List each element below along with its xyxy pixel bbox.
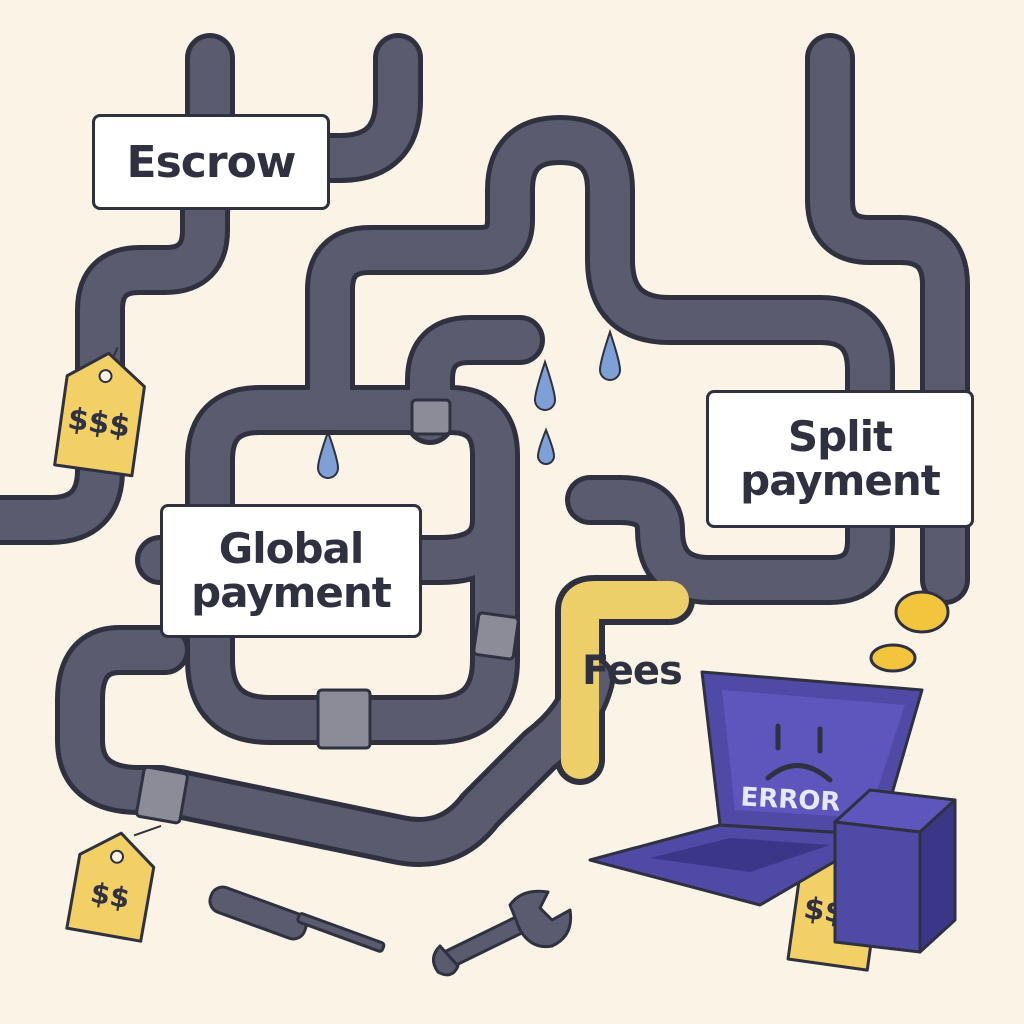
escrow-label: Escrow [92,114,330,210]
water-drop-icon [533,358,557,411]
coin-icon [894,590,950,634]
global-payment-line1: Global [218,523,365,573]
water-drop-icon [316,429,340,479]
tape-band [135,765,189,825]
wrench-icon [432,889,573,977]
pipe-tape-bands [135,398,520,825]
split-payment-label: Split payment [706,390,974,528]
sad-face-icon [765,723,833,783]
price-tag-text: $$$ [65,401,132,444]
coins [869,590,950,673]
water-drop-icon [598,328,622,381]
water-drops [316,328,622,479]
fees-pipe-fill [561,581,689,779]
coin-icon [869,643,917,673]
global-payment-line2: payment [191,568,392,617]
price-tag-top-left: $$$ [53,347,146,478]
laptop-keyboard [650,838,830,872]
tape-band [472,611,520,661]
laptop-screen [722,690,905,818]
fees-label: Fees [582,648,683,694]
screwdriver-icon [208,885,386,953]
error-text: ERROR [740,782,841,817]
global-payment-label: Global payment [160,504,422,638]
escrow-label-text: Escrow [126,136,297,188]
price-tag-bottom-left: $$ [65,825,162,943]
price-tag-text: $$ [88,876,132,915]
box [833,788,957,954]
tape-band [410,398,452,436]
tape-band [316,688,372,750]
pipes [0,33,970,867]
split-payment-line2: payment [740,456,941,505]
split-payment-line1: Split [787,411,893,461]
water-drop-icon [536,427,556,465]
